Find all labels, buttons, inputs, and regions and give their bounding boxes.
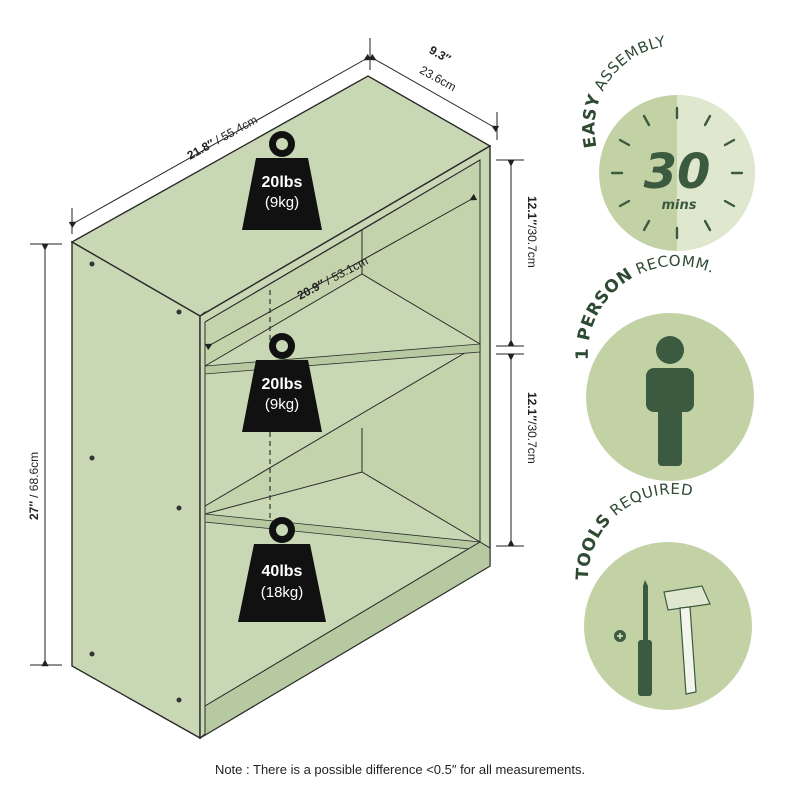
one-person-badge: 1 PERSONRECOMM. (573, 252, 754, 481)
svg-text:(18kg): (18kg) (261, 584, 304, 601)
assembly-minutes-unit: mins (662, 198, 697, 213)
measurement-note: Note : There is a possible difference <0… (214, 762, 586, 777)
shelf-screw (89, 455, 95, 461)
shelf-side-panel (71, 240, 201, 740)
svg-text:40lbs: 40lbs (262, 563, 303, 580)
weight-icon-top: 20lbs (9kg) (242, 131, 322, 230)
depth-label-primary: 9.3″ (427, 43, 454, 66)
depth-label-secondary: 23.6cm (417, 63, 458, 94)
inner-width-dimension-line (204, 193, 478, 351)
width-dimension-line (68, 53, 372, 229)
shelf-base (199, 541, 491, 739)
screwdriver-icon (614, 580, 652, 696)
clock-icon (610, 106, 744, 240)
weight-icon-middle: 20lbs (9kg) (242, 333, 322, 432)
svg-text:(9kg): (9kg) (265, 396, 299, 413)
easy-assembly-badge: EASYASSEMBLY 30 mins (579, 32, 755, 251)
shelf-screw (176, 309, 182, 315)
svg-text:20lbs: 20lbs (262, 376, 303, 393)
upper-shelf-label: 12.1″/30.7cm (525, 196, 539, 268)
svg-text:(9kg): (9kg) (265, 194, 299, 211)
lower-shelf-label: 12.1″/30.7cm (525, 392, 539, 464)
hammer-icon (663, 585, 711, 695)
shelf-screw (89, 261, 95, 267)
height-label: 27″/ 68.6cm (27, 452, 41, 520)
assembly-minutes: 30 (644, 144, 711, 200)
svg-text:20lbs: 20lbs (262, 174, 303, 191)
shelf-screw (89, 651, 95, 657)
depth-dimension-line (368, 53, 500, 133)
shelf-screw (176, 697, 182, 703)
tools-required-badge: TOOLSREQUIRED (573, 480, 752, 710)
shelf-screw (176, 505, 182, 511)
weight-icon-bottom: 40lbs (18kg) (238, 517, 326, 622)
person-icon (646, 336, 694, 466)
